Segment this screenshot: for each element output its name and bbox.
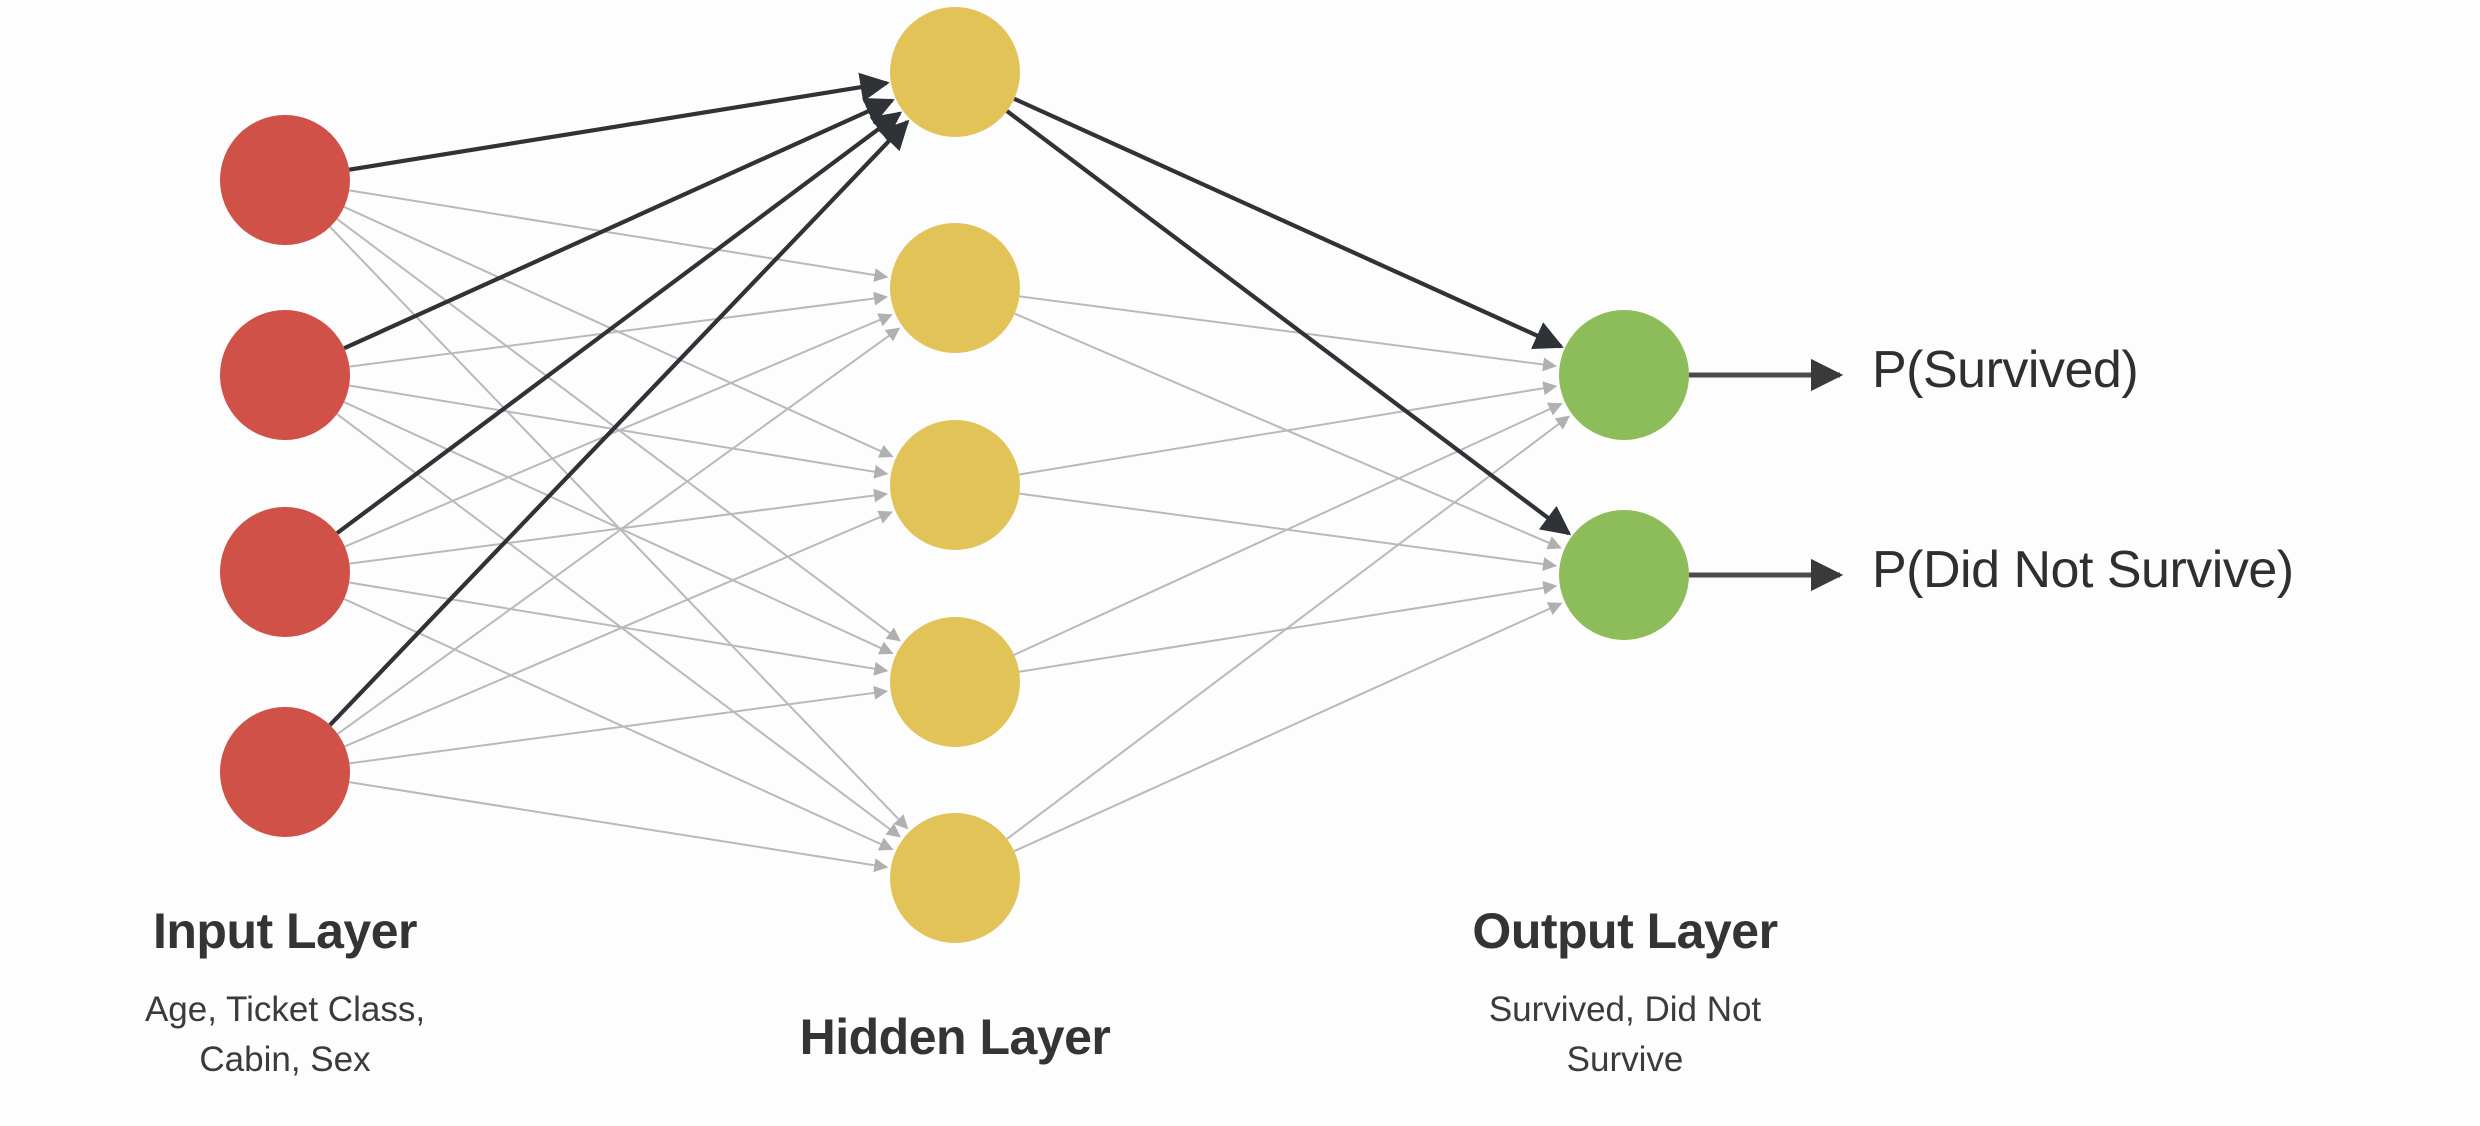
edge-hidden-output	[1005, 109, 1572, 536]
edge-input-hidden	[344, 313, 893, 548]
edge-input-hidden	[328, 119, 910, 727]
hidden-node-1	[890, 7, 1020, 137]
input-node-3	[220, 507, 350, 637]
hidden-node-4	[890, 617, 1020, 747]
edge-input-hidden	[349, 685, 889, 765]
edge-hidden-output	[1018, 381, 1558, 476]
output-label-survived: P(Survived)	[1872, 341, 2139, 399]
connection-edges-faint	[329, 189, 1570, 873]
output-label-did-not-survive: P(Did Not Survive)	[1872, 541, 2294, 599]
connection-edges-highlighted	[328, 72, 1572, 727]
edge-input-hidden	[335, 111, 903, 535]
edge-input-hidden	[337, 327, 901, 735]
edge-hidden-output	[1019, 295, 1557, 372]
edge-hidden-output	[1013, 96, 1564, 350]
network-nodes	[220, 7, 1689, 943]
output-node-2	[1559, 510, 1689, 640]
edge-input-hidden	[343, 598, 894, 851]
output-layer-title: Output Layer	[1472, 903, 1778, 959]
hidden-node-2	[890, 223, 1020, 353]
edge-input-hidden	[349, 291, 888, 368]
edge-input-hidden	[349, 781, 889, 873]
edge-input-hidden	[349, 189, 889, 282]
input-node-1	[220, 115, 350, 245]
edge-input-hidden	[348, 72, 890, 172]
edge-input-hidden	[343, 97, 895, 351]
edge-input-hidden	[343, 401, 894, 655]
hidden-node-3	[890, 420, 1020, 550]
input-layer-title: Input Layer	[153, 903, 417, 959]
input-node-4	[220, 707, 350, 837]
hidden-layer-title: Hidden Layer	[799, 1009, 1111, 1065]
input-node-2	[220, 310, 350, 440]
edge-input-hidden	[336, 413, 901, 838]
edge-hidden-output	[1006, 415, 1570, 840]
edge-input-hidden	[348, 581, 889, 676]
edge-input-hidden	[344, 510, 893, 748]
edge-hidden-output	[1013, 602, 1563, 853]
output-arrows	[1689, 358, 1844, 592]
hidden-node-5	[890, 813, 1020, 943]
output-layer-subtitle: Survived, Did Not Survive	[1488, 990, 1762, 1079]
edge-input-hidden	[348, 384, 889, 479]
edge-hidden-output	[1013, 402, 1563, 656]
edge-input-hidden	[349, 488, 888, 565]
input-layer-subtitle: Age, Ticket Class, Cabin, Sex	[144, 990, 426, 1079]
output-node-1	[1559, 310, 1689, 440]
